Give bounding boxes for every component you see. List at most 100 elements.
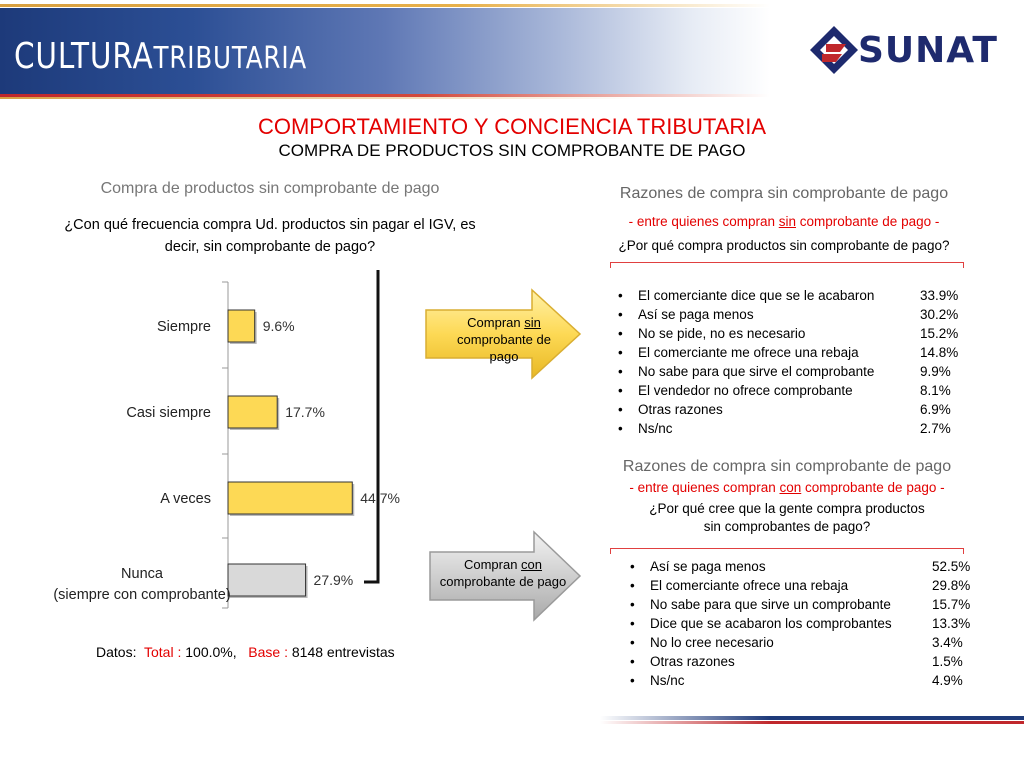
chart-category-label: A veces [160, 491, 211, 507]
bullet-icon: • [630, 654, 635, 669]
datos-total-label: Total : [144, 644, 182, 660]
bullet-icon: • [630, 597, 635, 612]
panel-sin-sub-a: - entre quienes compran [628, 214, 779, 229]
reason-label: Así se paga menos [650, 559, 766, 574]
reason-label: Ns/nc [638, 421, 673, 436]
chart-category-label-line: (siempre con comprobante) [53, 587, 230, 603]
brand-part1: CULTURA [14, 36, 154, 77]
left-question: ¿Con qué frecuencia compra Ud. productos… [64, 217, 476, 255]
reason-percentage: 8.1% [920, 383, 951, 398]
footer-red-line [600, 721, 1024, 724]
reason-percentage: 14.8% [920, 345, 959, 360]
chart-bar [227, 395, 278, 429]
sunat-logo-icon [810, 26, 858, 74]
panel-sin-subheading: - entre quienes compran sin comprobante … [588, 214, 980, 229]
datos-base-label: Base : [248, 644, 288, 660]
chart-category-label-line: A veces [160, 491, 211, 507]
panel-sin-sub-c: comprobante de pago - [796, 214, 940, 229]
sunat-logo-text: SUNAT [858, 30, 998, 71]
reason-percentage: 1.5% [932, 654, 963, 669]
reason-percentage: 6.9% [920, 402, 951, 417]
chart-data-label: 44.7% [360, 490, 400, 506]
reason-label: No lo cree necesario [650, 635, 774, 650]
panel-con-question-line1: ¿Por qué cree que la gente compra produc… [649, 501, 925, 516]
reason-label: No sabe para que sirve el comprobante [638, 364, 875, 379]
chart-category-label: Siempre [157, 319, 211, 335]
reason-percentage: 3.4% [932, 635, 963, 650]
banner-red-line [0, 94, 770, 97]
bullet-icon: • [618, 421, 623, 436]
arrow-con-label: Compran con comprobante de pago [428, 556, 578, 590]
reason-label: Otras razones [638, 402, 723, 417]
page-title: COMPORTAMIENTO Y CONCIENCIA TRIBUTARIA [257, 114, 767, 139]
reason-label: El vendedor no ofrece comprobante [638, 383, 853, 398]
panel-con-question-line2: sin comprobantes de pago? [703, 519, 871, 534]
footer-lines [600, 716, 1024, 726]
panel-con-question: ¿Por qué cree que la gente compra produc… [588, 500, 986, 536]
bullet-icon: • [618, 326, 623, 341]
arrow-con-line1: Compran [463, 557, 522, 572]
arrow-sin-line1: Compran [467, 315, 525, 330]
reason-percentage: 33.9% [920, 288, 959, 303]
reason-percentage: 15.7% [932, 597, 971, 612]
bullet-icon: • [618, 402, 623, 417]
reason-item: • No lo cree necesario 3.4% [630, 633, 980, 652]
arrow-sin-line2: comprobante de [457, 332, 551, 347]
frequency-bar-chart: 9.6% Siempre 17.7% Casi siempre 44.7% A veces… [53, 270, 400, 609]
bullet-icon: • [618, 288, 623, 303]
reason-label: No sabe para que sirve un comprobante [650, 597, 891, 612]
reason-label: El comerciante ofrece una rebaja [650, 578, 849, 593]
chart-bar [227, 309, 256, 343]
reason-percentage: 52.5% [932, 559, 971, 574]
page-subtitle: COMPRA DE PRODUCTOS SIN COMPROBANTE DE P… [278, 141, 746, 160]
panel-con-sub-c: comprobante de pago - [801, 480, 945, 495]
reason-percentage: 4.9% [932, 673, 963, 688]
arrow-con-line2: comprobante de pago [439, 574, 567, 589]
panel-con-sub-a: - entre quienes compran [629, 480, 780, 495]
reason-label: Dice que se acabaron los comprobantes [650, 616, 892, 631]
panel-con-subheading: - entre quienes compran con comprobante … [588, 480, 986, 495]
panel-sin-question: ¿Por qué compra productos sin comprobant… [618, 238, 950, 253]
chart-data-label: 17.7% [285, 404, 325, 420]
arrow-sin-line3: pago [489, 349, 519, 364]
reason-label: El comerciante dice que se le acabaron [638, 288, 875, 303]
chart-data-label: 9.6% [263, 318, 295, 334]
reason-label: El comerciante me ofrece una rebaja [638, 345, 859, 360]
bullet-icon: • [618, 364, 623, 379]
arrow-con-shape [429, 530, 582, 622]
bullet-icon: • [630, 635, 635, 650]
panel-sin-heading: Razones de compra sin comprobante de pag… [619, 185, 949, 202]
panel-sin-reason-list: • El comerciante dice que se le acabaron 3… [618, 286, 968, 438]
reason-percentage: 29.8% [932, 578, 971, 593]
datos-total-value: 100.0%, [185, 644, 237, 660]
chart-data-label: 27.9% [314, 572, 354, 588]
panel-sin-bracket [610, 262, 964, 268]
chart-category-label: Casi siempre [126, 405, 211, 421]
banner-gold-line [0, 4, 770, 7]
brand-title: CULTURATRIBUTARIA [14, 36, 307, 77]
banner-gold-underline [0, 97, 640, 99]
datos-prefix: Datos: [96, 644, 137, 660]
chart-category-label-line: Siempre [157, 319, 211, 335]
footer-blue-line [600, 716, 1024, 720]
reason-label: Así se paga menos [638, 307, 754, 322]
bullet-icon: • [630, 673, 635, 688]
chart-category-label-line: Nunca [121, 566, 164, 582]
left-section-heading: Compra de productos sin comprobante de p… [100, 180, 440, 197]
chart-category-label-line: Casi siempre [126, 405, 211, 421]
brand-part2: TRIBUTARIA [153, 41, 308, 76]
panel-con-heading: Razones de compra sin comprobante de pag… [622, 458, 952, 475]
panel-sin-sub-b: sin [778, 214, 796, 229]
arrow-sin-emphasis: sin [524, 315, 541, 330]
arrow-sin-label: Compran sin comprobante de pago [432, 314, 576, 365]
panel-con-reason-list: • Así se paga menos 52.5% • El comerciante o… [630, 557, 980, 690]
